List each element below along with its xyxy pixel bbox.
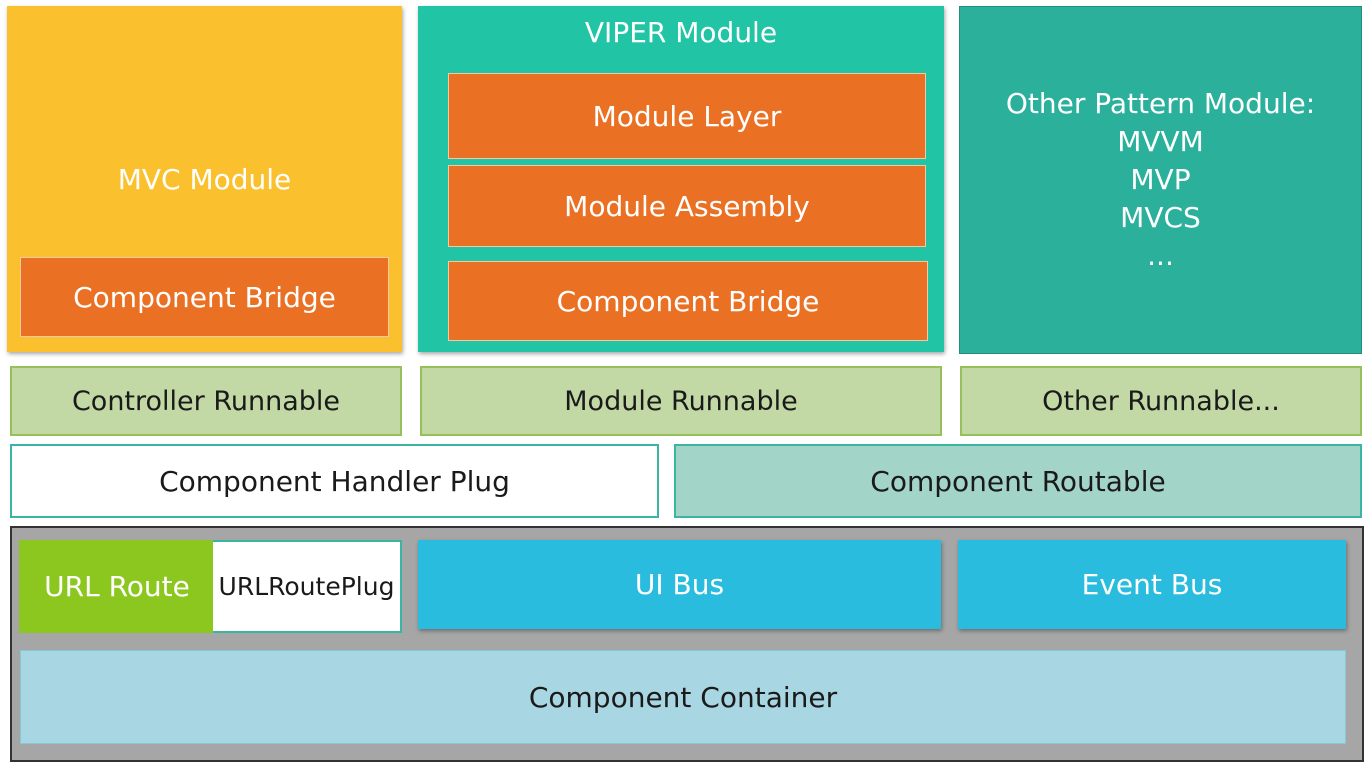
viper-component-bridge: Component Bridge	[448, 261, 928, 341]
other-pattern-mvp: MVP	[1130, 163, 1191, 196]
component-container: Component Container	[20, 650, 1346, 744]
other-pattern-module-block: Other Pattern Module: MVVM MVP MVCS ...	[959, 6, 1362, 354]
viper-module-assembly: Module Assembly	[448, 165, 926, 247]
mvc-component-bridge: Component Bridge	[20, 257, 389, 337]
mvc-module-title: MVC Module	[117, 162, 292, 196]
ui-bus: UI Bus	[418, 540, 941, 629]
component-handler-plug: Component Handler Plug	[10, 444, 659, 518]
url-route-plug: URLRoutePlug	[213, 540, 402, 633]
module-runnable: Module Runnable	[420, 366, 942, 436]
other-pattern-ellipsis: ...	[1147, 239, 1174, 272]
viper-module-layer: Module Layer	[448, 73, 926, 159]
controller-runnable: Controller Runnable	[10, 366, 402, 436]
other-pattern-mvvm: MVVM	[1117, 125, 1204, 158]
other-pattern-title: Other Pattern Module:	[1005, 87, 1316, 120]
url-route: URL Route	[19, 540, 215, 633]
other-pattern-mvcs: MVCS	[1120, 201, 1201, 234]
other-runnable: Other Runnable...	[960, 366, 1362, 436]
viper-module-title: VIPER Module	[584, 15, 778, 49]
component-routable: Component Routable	[674, 444, 1362, 518]
event-bus: Event Bus	[958, 540, 1346, 629]
